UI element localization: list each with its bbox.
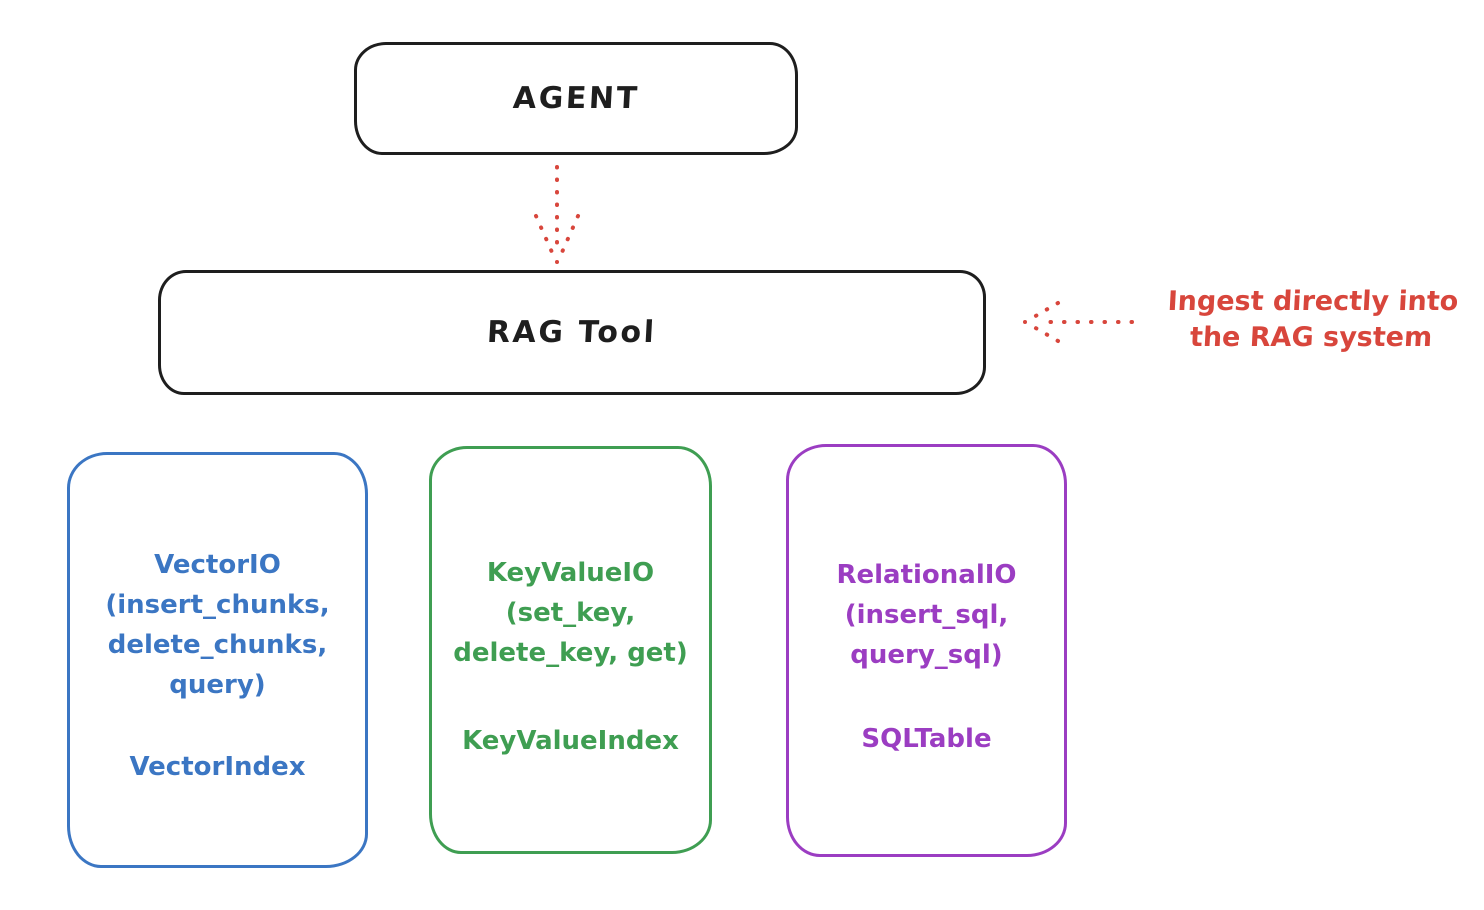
agent-label: AGENT xyxy=(511,81,641,116)
agent-box: AGENT xyxy=(354,42,798,155)
ingest-annotation-line2: the RAG system xyxy=(1189,322,1433,353)
rag-tool-box: RAG Tool xyxy=(158,270,986,395)
relational-io-line: RelationalIO xyxy=(836,560,1017,590)
keyvalue-io-text: KeyValueIO (set_key, delete_key, get) xyxy=(432,553,709,673)
vector-io-line: delete_chunks, xyxy=(107,630,328,660)
keyvalue-index-label: KeyValueIndex xyxy=(462,726,679,756)
vector-index-label: VectorIndex xyxy=(129,752,306,782)
ingest-annotation-line1: Ingest directly into xyxy=(1166,286,1460,317)
relational-io-box: RelationalIO (insert_sql, query_sql) SQL… xyxy=(786,444,1067,857)
vector-io-text: VectorIO (insert_chunks, delete_chunks, … xyxy=(70,545,365,705)
vector-io-line: (insert_chunks, xyxy=(105,590,330,620)
vector-io-line: query) xyxy=(169,670,266,700)
keyvalue-io-line: delete_key, get) xyxy=(453,638,688,668)
relational-io-line: (insert_sql, xyxy=(844,600,1009,630)
keyvalue-io-line: KeyValueIO xyxy=(486,558,655,588)
agent-to-rag-arrow xyxy=(534,165,580,264)
keyvalue-io-line: (set_key, xyxy=(505,598,636,628)
vector-io-line: VectorIO xyxy=(154,550,281,580)
keyvalue-io-box: KeyValueIO (set_key, delete_key, get) Ke… xyxy=(429,446,712,854)
sql-table-label: SQLTable xyxy=(861,724,992,754)
ingest-to-rag-arrow xyxy=(1023,301,1134,343)
vector-io-box: VectorIO (insert_chunks, delete_chunks, … xyxy=(67,452,368,868)
rag-tool-label: RAG Tool xyxy=(486,315,658,350)
ingest-annotation: Ingest directly into the RAG system xyxy=(1138,284,1484,356)
relational-io-line: query_sql) xyxy=(850,640,1003,670)
relational-io-text: RelationalIO (insert_sql, query_sql) xyxy=(789,555,1064,675)
